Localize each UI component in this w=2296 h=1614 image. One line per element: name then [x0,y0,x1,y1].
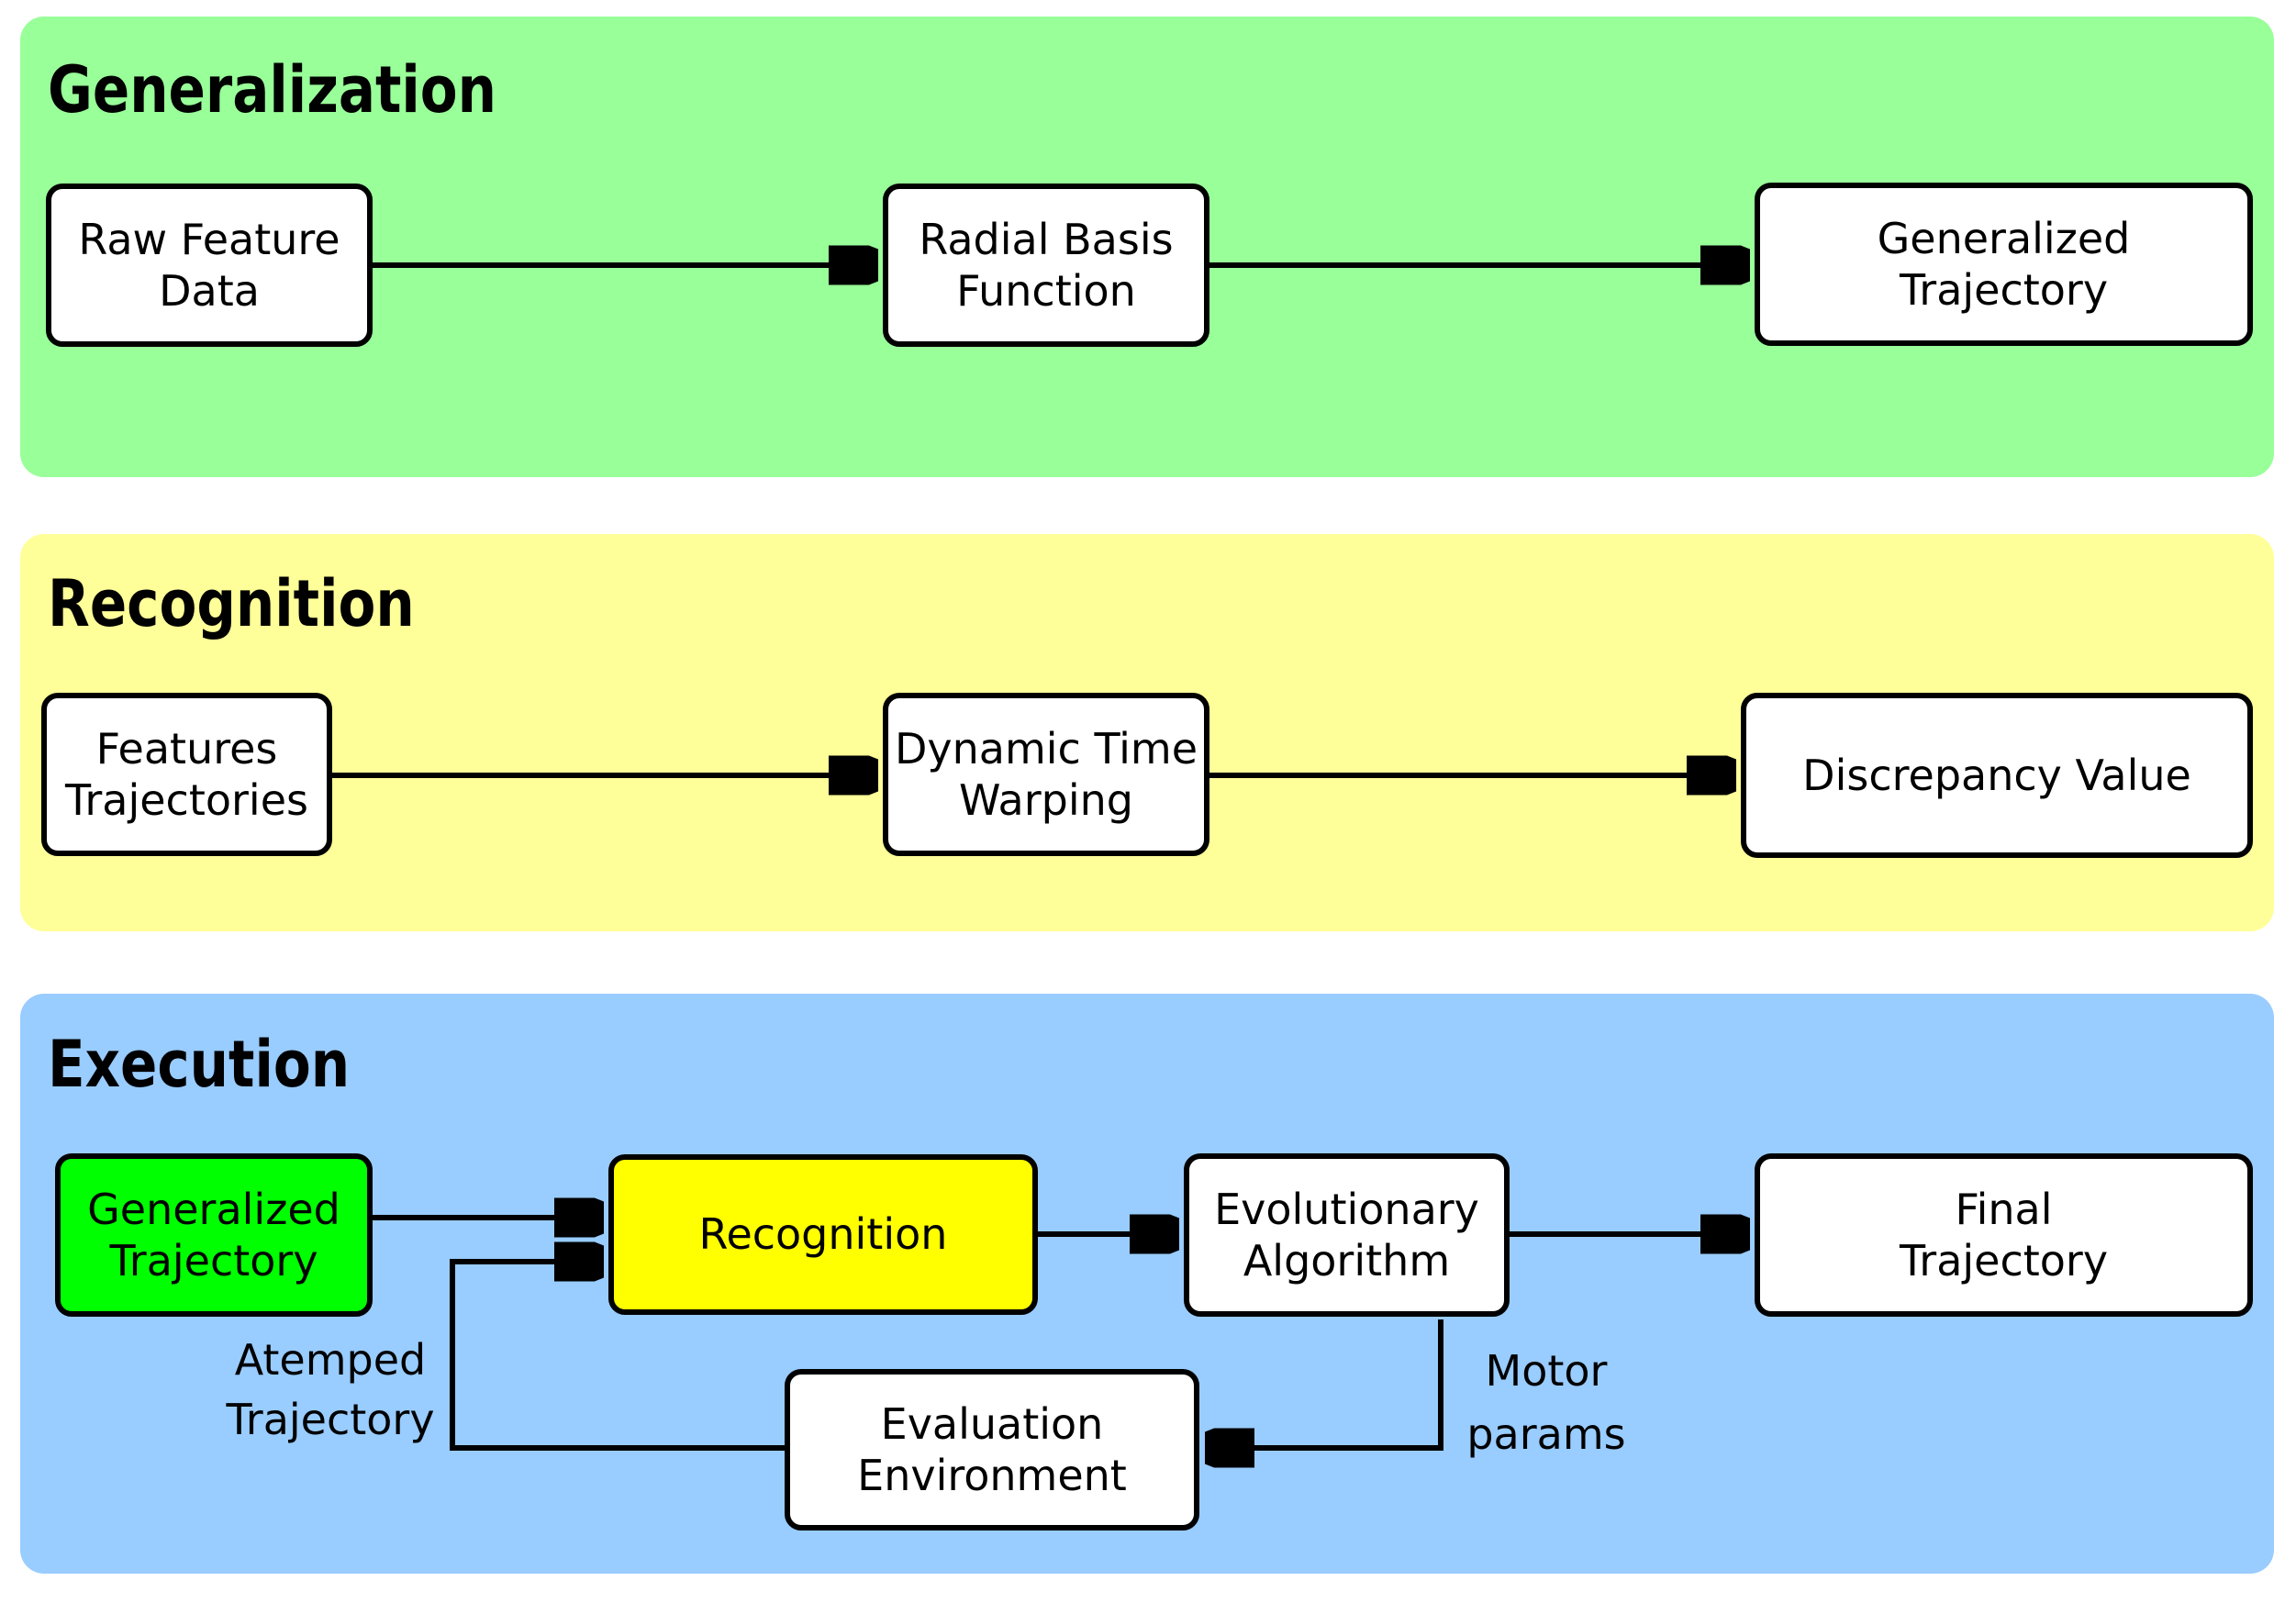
node-discrepancy-value: Discrepancy Value [1741,693,2253,858]
title-execution: Execution [48,1027,351,1102]
node-evaluation-environment: Evaluation Environment [785,1369,1199,1531]
node-features-trajectories: Features Trajectories [41,693,332,856]
node-raw-feature-data: Raw Feature Data [46,184,373,347]
node-final-trajectory: Final Trajectory [1755,1153,2253,1317]
title-recognition: Recognition [48,566,415,641]
label-motor-params: Motor params [1466,1346,1626,1459]
node-generalized-trajectory: Generalized Trajectory [1755,183,2253,346]
node-radial-basis-function: Radial Basis Function [883,184,1209,347]
label-attempted-trajectory: Atemped Trajectory [226,1335,435,1445]
node-evolutionary-algorithm: Evolutionary Algorithm [1184,1153,1510,1317]
title-generalization: Generalization [48,52,497,128]
node-exec-generalized-trajectory: Generalized Trajectory [55,1153,373,1317]
node-exec-recognition: Recognition [608,1154,1038,1315]
node-dynamic-time-warping: Dynamic Time Warping [883,693,1209,856]
